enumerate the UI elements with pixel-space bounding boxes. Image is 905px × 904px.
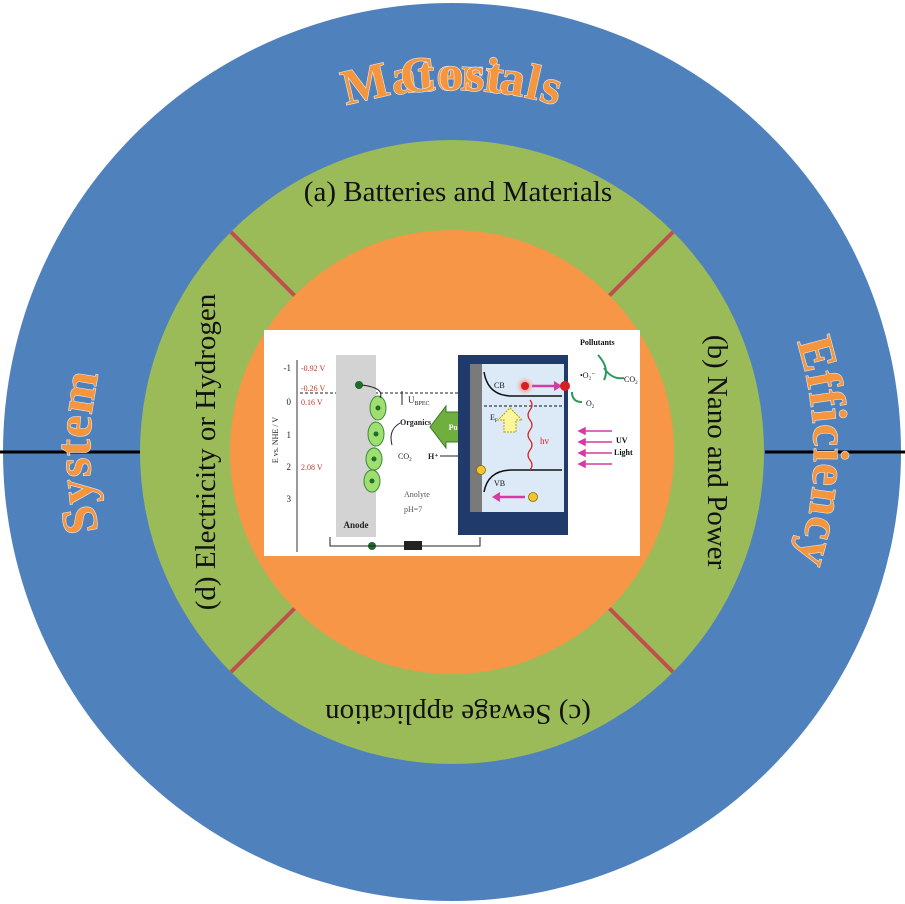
label-batteries-materials: (a) Batteries and Materials (304, 176, 612, 208)
ef-label: EF (490, 413, 498, 424)
co2-left-sub: 2 (409, 458, 412, 463)
anode-label: Anode (343, 520, 368, 530)
o2-arrow-green (571, 391, 583, 403)
ef-sub: F (495, 419, 498, 424)
o2-label: O2 (586, 399, 595, 410)
y-tick-0: 0 (287, 397, 292, 407)
electron-path (361, 384, 382, 399)
y-tick-minus1: -1 (284, 363, 292, 373)
nucleus-1 (375, 405, 381, 411)
cb-label: CB (494, 381, 505, 390)
bpec-schematic: E vs. NHE / V -1 0 1 2 3 -0.92 V -0.26 V… (264, 330, 640, 556)
photoanode-substrate (470, 364, 482, 512)
co2-right-sub: 2 (635, 381, 638, 386)
hole-up-arrow (496, 407, 524, 433)
schematic-potentials: -0.92 V -0.26 V 0.16 V 2.08 V (301, 364, 326, 472)
schematic-y-ticks: -1 0 1 2 3 (284, 363, 292, 504)
o2-main: O (586, 399, 592, 408)
hole-dot-1 (476, 465, 486, 475)
co2-arrow-green (603, 367, 625, 380)
label-sewage-application: (c) Sewage application (325, 698, 591, 730)
label-electricity-hydrogen: (d) Electricity or Hydrogen (190, 293, 222, 610)
uv-head-1 (577, 426, 586, 436)
hv-label: hv (540, 436, 550, 446)
vb-label: VB (494, 479, 505, 488)
hole-dot-2 (528, 492, 538, 502)
superoxide-label: •O₂⁻ (580, 371, 596, 380)
co2-left-label: CO2 (398, 452, 412, 463)
y-tick-2: 2 (287, 462, 292, 472)
circuit-resistor (404, 541, 422, 550)
photon-wave (527, 399, 533, 471)
co2-right-label: CO2 (624, 375, 638, 386)
uv-label: UV (616, 436, 628, 445)
pollutants-label: Pollutants (580, 338, 615, 347)
ubpec-label: UBPEC (408, 395, 430, 407)
uv-head-4 (577, 459, 586, 469)
surface-electron (560, 381, 570, 391)
cb-band (483, 371, 562, 397)
uv-arrows (577, 426, 612, 469)
electron-dot-anode (355, 381, 363, 389)
vb-band (483, 469, 562, 493)
potential-208: 2.08 V (301, 463, 323, 472)
electron-transfer-head (554, 381, 562, 391)
divider-bottom-right (606, 605, 675, 674)
organics-arrow (390, 422, 401, 446)
pollutant-arrow-green (597, 354, 607, 381)
potential-092: -0.92 V (301, 364, 326, 373)
anode-electrode (336, 355, 376, 537)
ph-label: pH=7 (404, 505, 422, 514)
hole-transfer-head (492, 492, 500, 502)
organics-label: Organics (400, 418, 431, 427)
potential-026: -0.26 V (301, 384, 326, 393)
hplus-label: H⁺ (428, 452, 438, 461)
co2-left-main: CO (398, 452, 409, 461)
electron-red-dot (521, 382, 529, 390)
schematic-background (264, 330, 640, 556)
ef-main: E (490, 413, 495, 422)
ring-dividers (229, 230, 675, 674)
bacteria-nuclei (355, 381, 381, 550)
y-tick-1: 1 (287, 430, 292, 440)
uv-head-3 (577, 448, 586, 458)
nucleus-3 (371, 456, 377, 462)
label-nano-power: (b) Nano and Power (701, 335, 733, 570)
potential-016: 0.16 V (301, 398, 323, 407)
schematic-y-axis-label: E vs. NHE / V (271, 417, 280, 464)
divider-bottom-left (229, 605, 298, 674)
co2-right-main: CO (624, 375, 635, 384)
anolyte-label: Anolyte (404, 490, 430, 499)
y-tick-3: 3 (287, 494, 292, 504)
ubpec-sub: BPEC (415, 401, 430, 407)
ubpec-main: U (408, 395, 415, 405)
divider-top-left (229, 230, 298, 299)
o2-sub: 2 (592, 405, 595, 410)
nucleus-2 (373, 431, 379, 437)
nucleus-4 (369, 478, 375, 484)
uv-head-2 (577, 437, 586, 447)
light-label: Light (614, 448, 633, 457)
divider-top-right (606, 230, 675, 299)
